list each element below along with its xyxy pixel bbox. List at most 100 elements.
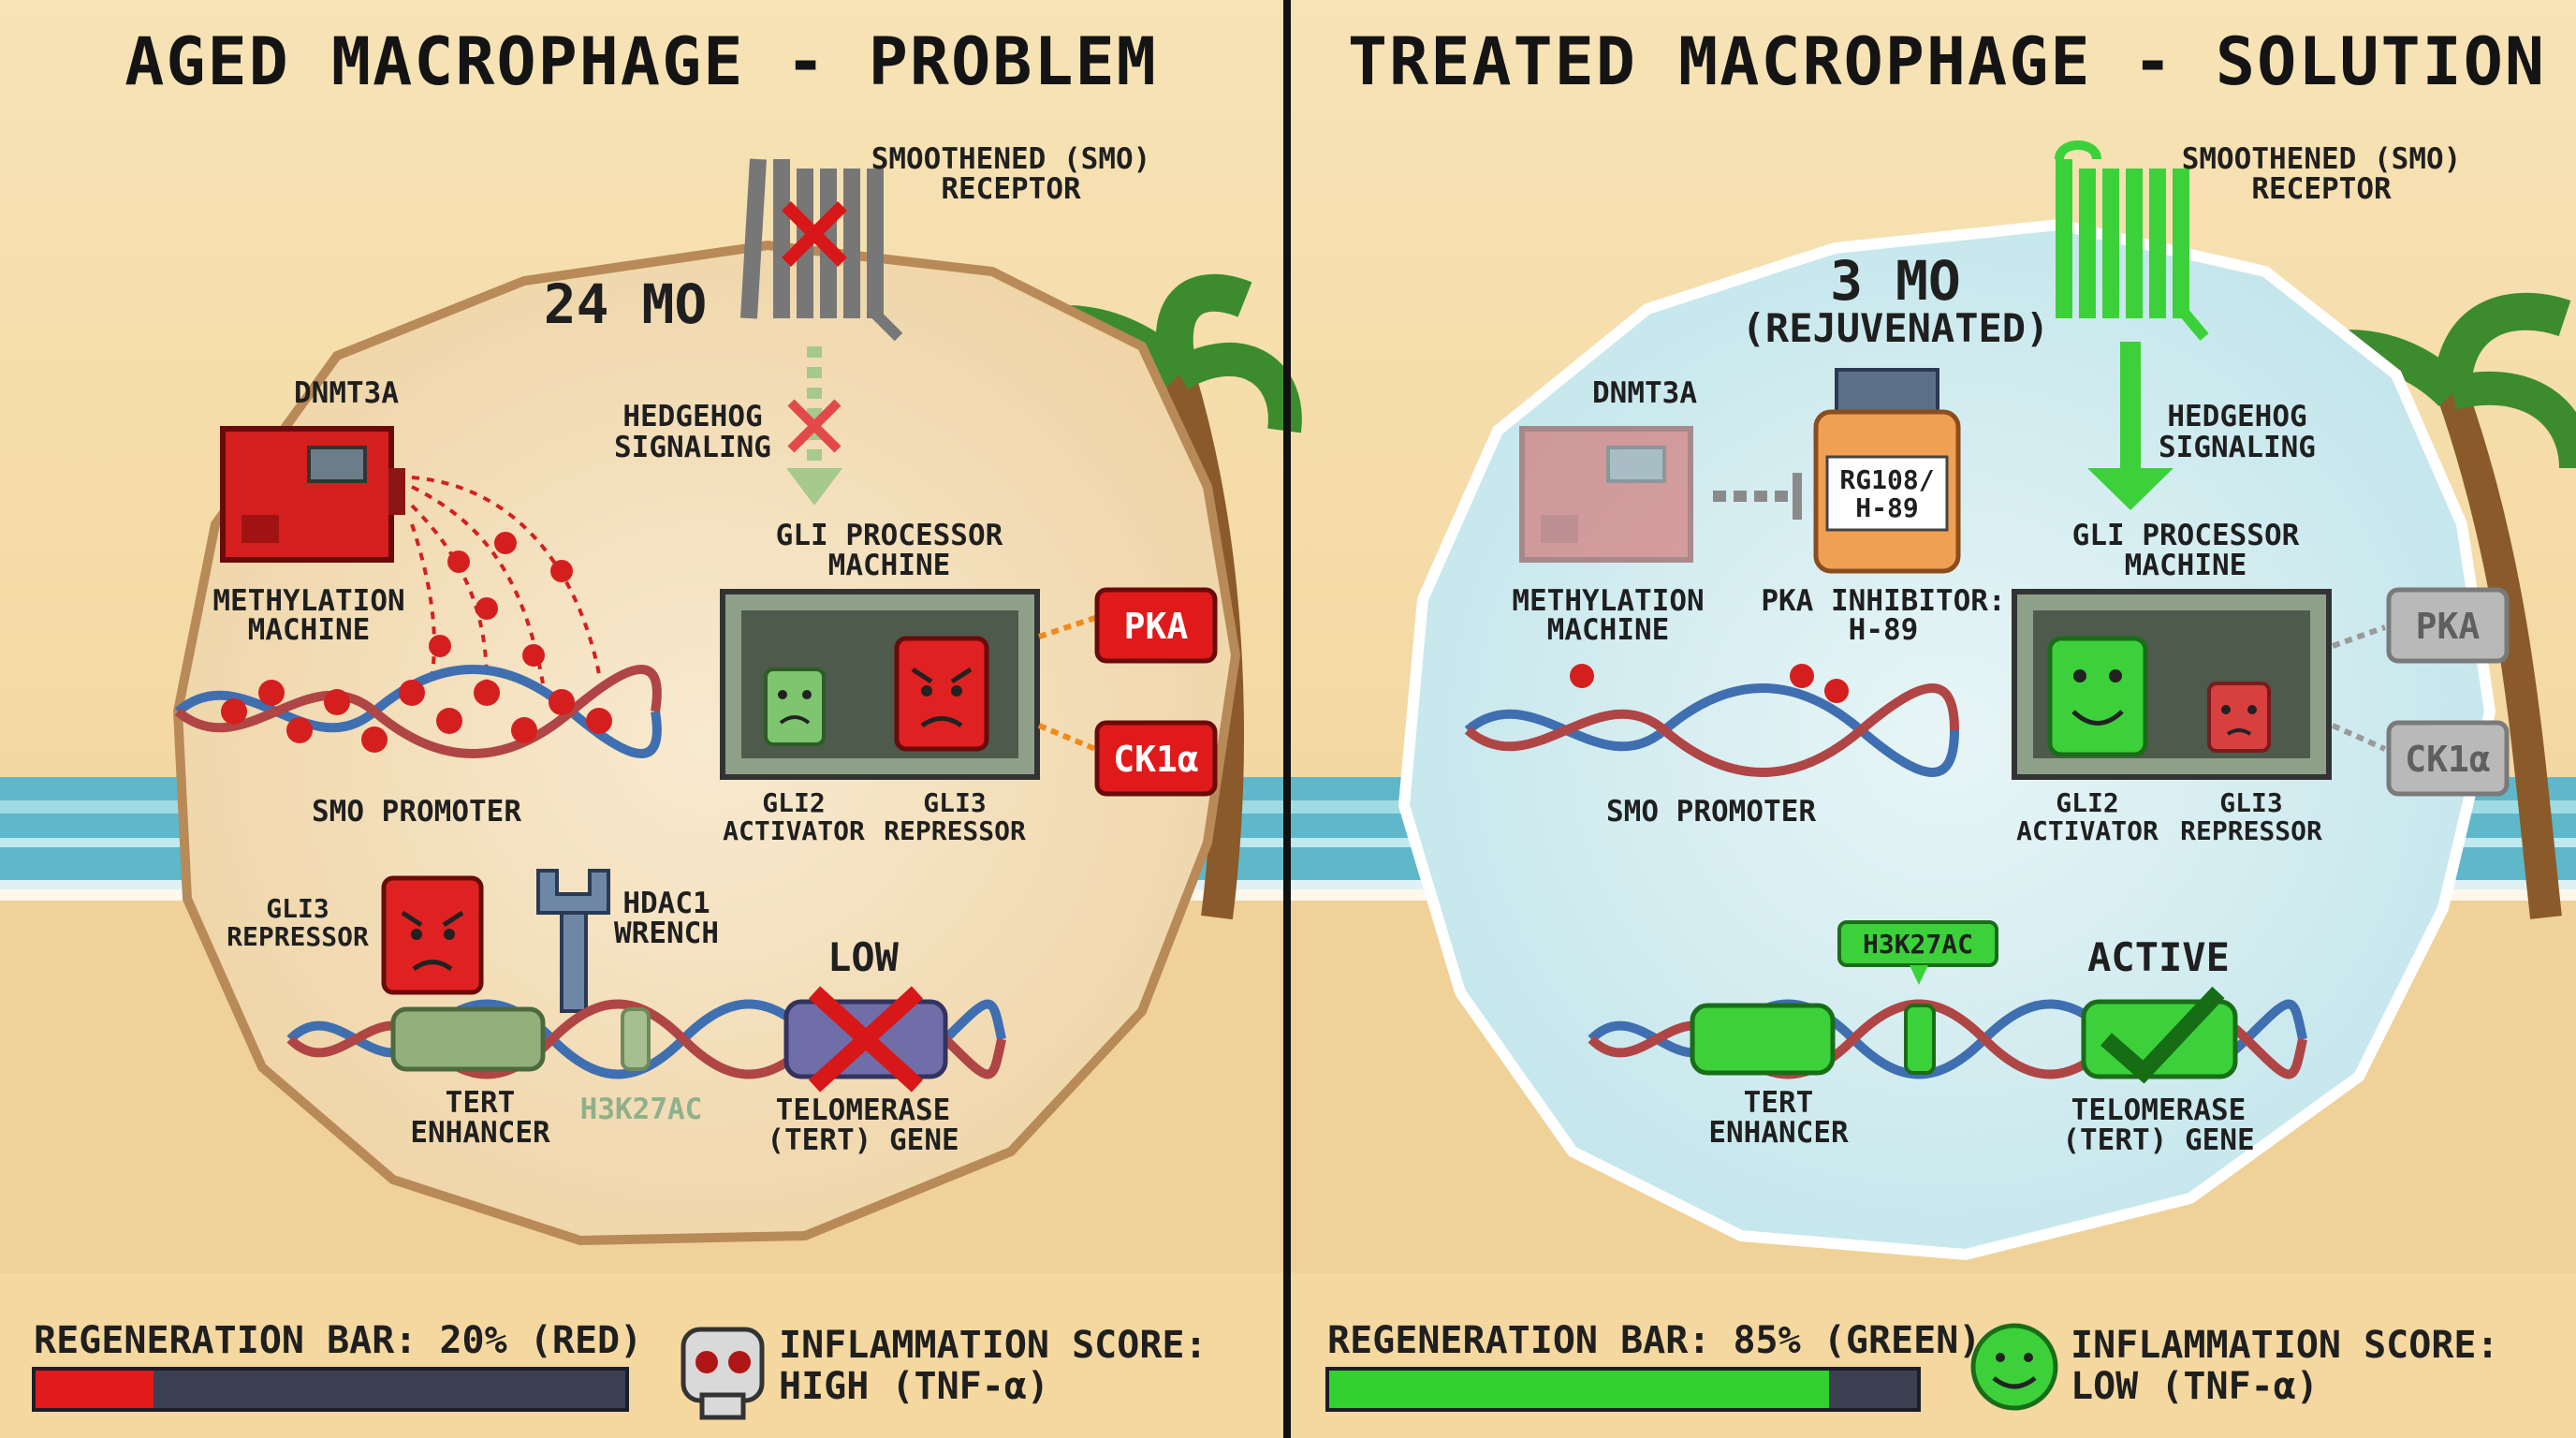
left-pka-tag: PKA bbox=[1038, 587, 1218, 664]
inhibitor-link bbox=[1713, 473, 1802, 520]
left-gli2-label: GLI2 bbox=[762, 787, 825, 818]
hedgehog-arrow-blocked bbox=[786, 346, 842, 506]
right-telomerase-label-2: (TERT) GENE bbox=[2062, 1123, 2254, 1157]
methylation-machine-icon-inhibited bbox=[1519, 426, 1693, 563]
left-inflammation-label: INFLAMMATION SCORE: bbox=[779, 1324, 1208, 1367]
right-inflammation-label: INFLAMMATION SCORE: bbox=[2071, 1324, 2499, 1367]
right-hedgehog-label: HEDGEHOG bbox=[2167, 400, 2306, 433]
smo-receptor-icon-inactive bbox=[740, 158, 903, 342]
right-tert-enhancer-label: TERT bbox=[1744, 1086, 1814, 1120]
right-gli3-label-2: REPRESSOR bbox=[2180, 815, 2322, 846]
methyl-groups-icon bbox=[410, 476, 601, 684]
left-pka-label: PKA bbox=[1124, 606, 1189, 647]
left-regen-label: REGENERATION BAR: 20% (RED) bbox=[34, 1319, 642, 1362]
right-title: TREATED MACROPHAGE - SOLUTION bbox=[1348, 23, 2546, 100]
right-h3k27ac-label: H3K27AC bbox=[1863, 929, 1973, 960]
hedgehog-arrow-active bbox=[2087, 342, 2174, 510]
right-ck1a-label: CK1α bbox=[2405, 739, 2491, 780]
left-ck1a-label: CK1α bbox=[1113, 739, 1199, 780]
left-gli-processor-label: GLI PROCESSOR bbox=[776, 519, 1003, 552]
right-gli-processor-label-2: MACHINE bbox=[2125, 549, 2247, 582]
drug-bottle-label-2: H-89 bbox=[1855, 492, 1918, 523]
methylation-machine-icon bbox=[220, 426, 405, 563]
left-smo-label: SMOOTHENED (SMO) bbox=[871, 142, 1151, 176]
left-tert-enhancer-label: TERT bbox=[446, 1086, 516, 1120]
left-gli3-repressor-label-2: REPRESSOR bbox=[227, 921, 369, 952]
right-smo-label: SMOOTHENED (SMO) bbox=[2182, 142, 2462, 176]
left-gli3-label: GLI3 bbox=[923, 787, 986, 818]
left-regeneration-bar bbox=[32, 1367, 629, 1412]
drug-bottle-label: RG108/ bbox=[1839, 464, 1934, 495]
right-pka-tag-inactive: PKA bbox=[2331, 587, 2510, 664]
gli2-activator-sad-icon bbox=[764, 668, 826, 746]
right-regen-label: REGENERATION BAR: 85% (GREEN) bbox=[1327, 1319, 1981, 1362]
smo-receptor-icon-active bbox=[2055, 140, 2209, 341]
right-smo-label-2: RECEPTOR bbox=[2251, 172, 2392, 206]
right-tert-enhancer-label-2: ENHANCER bbox=[1708, 1116, 1849, 1150]
gli3-repressor-angry-icon bbox=[894, 636, 989, 752]
left-age: 24 MO bbox=[544, 272, 708, 336]
right-methylation-label-2: MACHINE bbox=[1547, 613, 1670, 647]
left-telomerase-label-2: (TERT) GENE bbox=[767, 1123, 959, 1157]
right-dnmt3a-label: DNMT3A bbox=[1592, 376, 1697, 410]
left-tert-enhancer-label-2: ENHANCER bbox=[410, 1116, 550, 1150]
left-methylation-label: METHYLATION bbox=[212, 584, 404, 618]
skull-icon bbox=[681, 1327, 765, 1420]
pka-inhibitor-label: PKA INHIBITOR: bbox=[1761, 584, 2005, 618]
right-tert-enhancer-block bbox=[1690, 1003, 1836, 1076]
right-regeneration-bar-fill bbox=[1329, 1371, 1829, 1408]
smiley-icon bbox=[1970, 1323, 2058, 1411]
left-gli-processor-label-2: MACHINE bbox=[828, 549, 951, 582]
left-smo-promoter-label: SMO PROMOTER bbox=[312, 795, 521, 829]
left-h3k27ac-marker-faded bbox=[621, 1007, 651, 1071]
right-gli2-label-2: ACTIVATOR bbox=[2016, 815, 2159, 846]
left-smo-label-2: RECEPTOR bbox=[941, 172, 1081, 206]
right-regeneration-bar bbox=[1325, 1367, 1921, 1412]
left-hedgehog-label: HEDGEHOG bbox=[622, 400, 762, 433]
right-hedgehog-label-2: SIGNALING bbox=[2159, 431, 2316, 464]
right-pka-label: PKA bbox=[2416, 606, 2481, 647]
left-title: AGED MACROPHAGE - PROBLEM bbox=[124, 23, 1158, 100]
hdac1-wrench-icon bbox=[536, 869, 610, 1013]
gli2-activator-happy-icon bbox=[2047, 636, 2148, 757]
left-dnmt3a-label: DNMT3A bbox=[294, 376, 399, 410]
telomerase-gene-active bbox=[2081, 986, 2238, 1084]
right-inflammation-value: LOW (TNF-α) bbox=[2071, 1365, 2319, 1408]
right-methylation-label: METHYLATION bbox=[1512, 584, 1704, 618]
right-gli3-label: GLI3 bbox=[2219, 787, 2282, 818]
left-hdac1-label-2: WRENCH bbox=[614, 917, 719, 950]
gli3-repressor-small-icon bbox=[2207, 682, 2271, 753]
left-h3k27ac-label: H3K27AC bbox=[580, 1093, 703, 1126]
left-telomerase-gene-blocked bbox=[783, 986, 948, 1093]
right-tert-status: ACTIVE bbox=[2087, 934, 2230, 980]
left-telomerase-label: TELOMERASE bbox=[776, 1093, 951, 1127]
right-telomerase-label: TELOMERASE bbox=[2071, 1093, 2247, 1127]
right-smo-promoter-label: SMO PROMOTER bbox=[1606, 795, 1816, 829]
left-hedgehog-label-2: SIGNALING bbox=[614, 431, 771, 464]
right-h3k27ac-marker bbox=[1904, 1004, 1936, 1075]
checkmark-icon bbox=[2100, 986, 2225, 1084]
left-ck1a-tag: CK1α bbox=[1037, 720, 1218, 797]
right-age: 3 MO bbox=[1830, 249, 1961, 313]
pka-inhibitor-label-2: H-89 bbox=[1849, 613, 1919, 647]
right-gli-processor-label: GLI PROCESSOR bbox=[2072, 519, 2300, 552]
right-gli2-label: GLI2 bbox=[2056, 787, 2118, 818]
left-gli2-label-2: ACTIVATOR bbox=[723, 815, 865, 846]
right-ck1a-tag-inactive: CK1α bbox=[2331, 720, 2510, 797]
h3k27ac-tag bbox=[1837, 920, 1998, 985]
gli3-repressor-on-enhancer-icon bbox=[381, 875, 484, 995]
left-tert-enhancer-block bbox=[390, 1006, 546, 1072]
left-hdac1-label: HDAC1 bbox=[622, 887, 710, 920]
left-inflammation-value: HIGH (TNF-α) bbox=[779, 1365, 1049, 1408]
smo-promoter-dna-clean bbox=[1464, 664, 1959, 777]
left-gli3-repressor-label: GLI3 bbox=[266, 893, 329, 924]
right-age-sub: (REJUVENATED) bbox=[1742, 305, 2050, 351]
left-gli3-label-2: REPRESSOR bbox=[884, 815, 1026, 846]
left-methylation-label-2: MACHINE bbox=[248, 613, 371, 647]
drug-bottle-icon bbox=[1813, 368, 1961, 574]
left-tert-status: LOW bbox=[827, 934, 900, 980]
smo-promoter-dna-methylated bbox=[174, 665, 662, 758]
panel-divider bbox=[1283, 0, 1291, 1438]
left-regeneration-bar-fill bbox=[36, 1371, 154, 1408]
